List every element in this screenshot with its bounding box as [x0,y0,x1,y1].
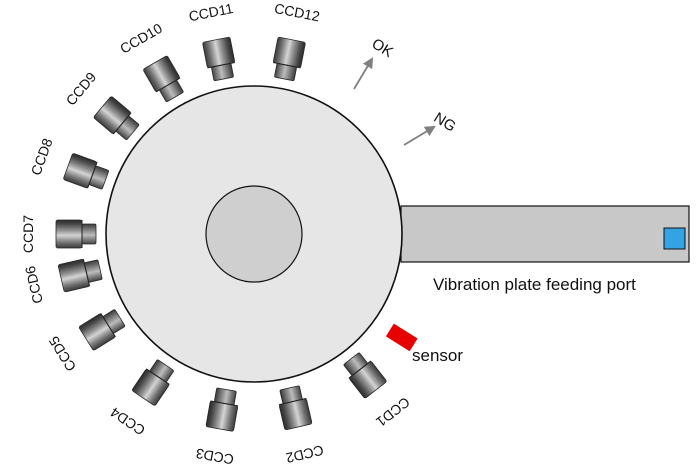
camera-label-ccd11: CCD11 [187,0,234,24]
camera-body [55,219,83,249]
ng-label: NG [431,109,459,135]
feeding-chute [400,205,690,263]
camera-ring-line [273,62,301,69]
camera-ccd4 [132,359,174,406]
feeding-part-marker [663,227,686,250]
camera-ccd8 [63,153,109,190]
camera-ring-line [100,312,116,338]
camera-ccd7 [55,219,97,249]
ng-output-arrow [403,125,436,146]
camera-label-ccd7: CCD7 [20,215,36,253]
camera-ccd6 [57,258,103,293]
camera-ccd2 [278,385,313,431]
camera-label-ccd4: CCD4 [107,404,148,439]
sensor-block [385,323,418,352]
disk-hub [205,185,303,283]
camera-ccd10 [143,55,184,102]
ok-output-arrow [353,57,374,90]
camera-label-ccd3: CCD3 [194,445,235,467]
camera-label-ccd1: CCD1 [373,394,413,430]
camera-ring-line [155,77,181,93]
camera-ring-line [87,161,98,189]
camera-ccd5 [78,309,126,351]
feeder-label: Vibration plate feeding port [433,275,636,294]
camera-ring-line [112,112,132,135]
camera-label-ccd5: CCD5 [45,333,79,374]
camera-body [205,400,239,432]
camera-ring-line [210,400,239,407]
camera-ring-line [348,360,372,379]
camera-ccd12 [273,36,306,81]
ok-label: OK [369,35,396,61]
camera-label-ccd9: CCD9 [63,69,100,109]
camera-label-ccd10: CCD10 [117,20,165,57]
camera-ccd11 [202,36,235,81]
camera-lens [81,223,97,245]
camera-ring-line [207,62,235,69]
camera-ccd9 [93,96,140,140]
camera-label-ccd2: CCD2 [284,442,325,466]
camera-label-ccd6: CCD6 [22,264,46,305]
sensor-label: sensor [412,346,463,365]
camera-ccd3 [205,387,239,432]
camera-ring-line [278,397,307,406]
camera-label-ccd8: CCD8 [28,136,56,177]
camera-ring-line [145,368,170,385]
camera-ring-line [82,258,91,287]
camera-label-ccd12: CCD12 [273,0,321,24]
camera-ccd1 [343,352,387,399]
